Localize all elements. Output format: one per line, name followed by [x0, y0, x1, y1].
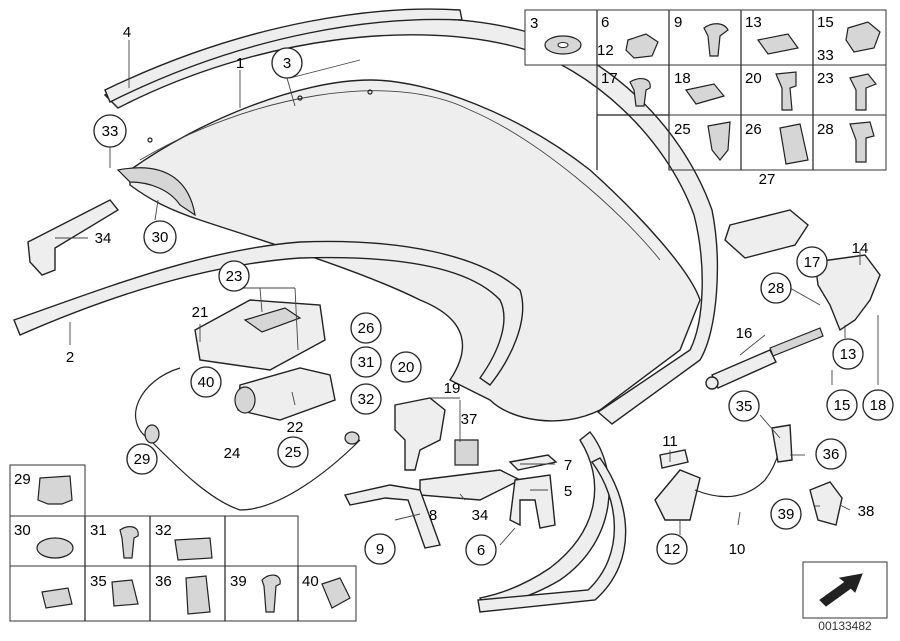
grid-label-3: 3 [530, 15, 538, 32]
callout-24: 24 [224, 445, 241, 462]
callout-6: 6 [477, 542, 485, 559]
callout-19: 19 [444, 380, 461, 397]
grid-label-35: 35 [90, 573, 107, 590]
callout-8: 8 [429, 507, 437, 524]
strip-4 [104, 8, 463, 103]
grid-label-26: 26 [745, 121, 762, 138]
grid-label-12: 12 [597, 42, 614, 59]
top-grid-labels: 3 6 12 9 13 15 33 17 18 20 23 25 26 28 [530, 14, 834, 138]
callout-16: 16 [736, 325, 753, 342]
grid-label-23: 23 [817, 70, 834, 87]
bracket-8 [343, 484, 441, 549]
grid-label-6: 6 [601, 14, 609, 31]
callout-28: 28 [768, 280, 785, 297]
lower-rails [477, 431, 627, 613]
callout-18: 18 [870, 397, 887, 414]
seal-34-left [27, 199, 120, 276]
rear-rail [13, 240, 524, 386]
grid-label-28: 28 [817, 121, 834, 138]
callout-29: 29 [134, 451, 151, 468]
leader-lines [55, 40, 879, 546]
callout-7: 7 [564, 457, 572, 474]
grid-label-17: 17 [601, 70, 618, 87]
callouts: 4 1 3 33 30 34 2 23 21 40 22 25 29 24 26… [66, 24, 894, 566]
seal-34-center [419, 469, 522, 501]
callout-27: 27 [759, 171, 776, 188]
callout-36: 36 [823, 446, 840, 463]
callout-30: 30 [152, 229, 169, 246]
callout-26: 26 [358, 320, 375, 337]
callout-3: 3 [283, 55, 291, 72]
grid-label-25: 25 [674, 121, 691, 138]
callout-9: 9 [376, 541, 384, 558]
cable-24 [134, 367, 361, 511]
grid-label-31: 31 [90, 522, 107, 539]
callout-35: 35 [736, 398, 753, 415]
latch-19 [394, 397, 479, 471]
fastener-grid-top [524, 9, 887, 171]
callout-20: 20 [398, 359, 415, 376]
callout-5: 5 [564, 483, 572, 500]
callout-31: 31 [358, 354, 375, 371]
callout-13: 13 [840, 346, 857, 363]
callout-40: 40 [198, 374, 215, 391]
grid-label-20: 20 [745, 70, 762, 87]
bottom-grid-labels: 29 30 31 32 35 36 39 40 [14, 471, 319, 590]
callout-33: 33 [102, 123, 119, 140]
clip-38 [809, 481, 843, 526]
gas-strut-16 [705, 327, 824, 390]
motor-21 [194, 299, 336, 421]
grid-label-13: 13 [745, 14, 762, 31]
callout-32: 32 [358, 391, 375, 408]
direction-arrow-icon [802, 561, 888, 619]
grid-label-36: 36 [155, 573, 172, 590]
callout-23: 23 [226, 268, 243, 285]
callout-2: 2 [66, 349, 74, 366]
grid-label-29: 29 [14, 471, 31, 488]
grid-label-15: 15 [817, 14, 834, 31]
callout-14: 14 [852, 240, 869, 257]
grid-label-32: 32 [155, 522, 172, 539]
grid-label-18: 18 [674, 70, 691, 87]
callout-34-left: 34 [95, 230, 112, 247]
grid-label-30: 30 [14, 522, 31, 539]
fastener-grid-bottom [9, 464, 357, 622]
grid-label-33: 33 [817, 47, 834, 64]
callout-21: 21 [192, 304, 209, 321]
callout-25: 25 [285, 444, 302, 461]
image-number: 00133482 [818, 619, 872, 633]
callout-22: 22 [287, 419, 304, 436]
grid-label-39: 39 [230, 573, 247, 590]
bracket-5 [509, 474, 556, 529]
callout-1: 1 [236, 55, 244, 72]
grid-label-9: 9 [674, 14, 682, 31]
callout-37: 37 [461, 411, 478, 428]
callout-17: 17 [804, 254, 821, 271]
hinge-14 [814, 254, 881, 332]
callout-39: 39 [778, 506, 795, 523]
callout-11: 11 [662, 433, 678, 450]
callout-10: 10 [729, 541, 746, 558]
callout-15: 15 [834, 397, 851, 414]
callout-38: 38 [858, 503, 875, 520]
bracket-7 [508, 454, 558, 471]
callout-34-center: 34 [472, 507, 489, 524]
plate-27 [724, 209, 809, 259]
callout-4: 4 [123, 24, 131, 41]
callout-12: 12 [664, 541, 681, 558]
grid-label-40: 40 [302, 573, 319, 590]
